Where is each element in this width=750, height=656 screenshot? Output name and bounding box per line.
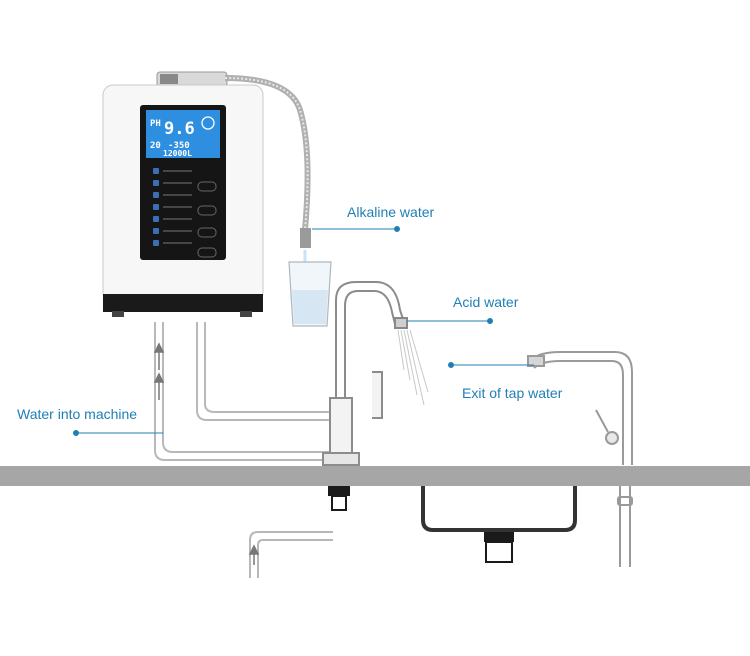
lcd-orp-value: -350 <box>168 141 190 151</box>
spout-tip <box>300 228 311 248</box>
acid-water-label: Acid water <box>453 294 519 310</box>
panel-buttons <box>153 168 159 246</box>
lcd-ph-label: PH <box>150 119 161 129</box>
lcd-temp-value: 20 <box>150 141 161 151</box>
faucet-connector <box>328 486 350 511</box>
alkaline-water-label: Alkaline water <box>347 204 435 220</box>
tap-exit-label: Exit of tap water <box>462 385 563 401</box>
counter-slab <box>0 466 750 486</box>
sink-icon <box>421 486 577 563</box>
feed-pipe <box>249 531 333 578</box>
panel-side-buttons <box>197 181 217 258</box>
glass-icon <box>288 261 332 327</box>
faucet-icon <box>322 281 408 466</box>
flow-arrow-icon <box>248 544 260 565</box>
panel-row-lines <box>163 170 192 244</box>
lcd-flow-value: 12000L <box>163 149 192 158</box>
flow-arrow-icon <box>153 342 165 400</box>
lcd-ph-value: 9.6 <box>164 119 195 139</box>
callout-leaders <box>73 226 534 436</box>
inlet-pipes <box>154 322 330 461</box>
acid-spray <box>397 329 429 406</box>
lcd-dial-icon <box>201 116 215 130</box>
water-in-label: Water into machine <box>17 406 138 422</box>
tap-icon <box>527 351 633 567</box>
machine-body-icon: PH 9.6 20 -350 12000L <box>102 71 264 317</box>
